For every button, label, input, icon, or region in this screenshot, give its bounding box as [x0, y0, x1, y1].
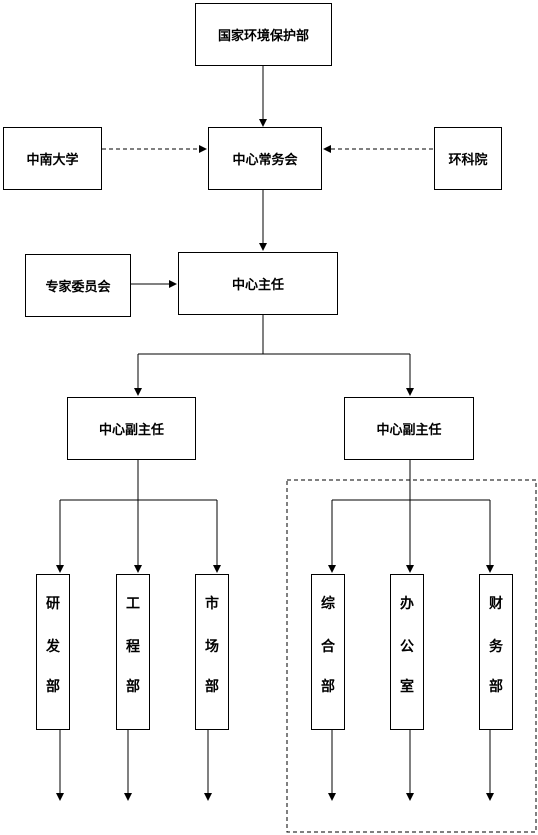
dept-finance-char-1: 财 [489, 596, 503, 612]
dept-rd-char-3: 部 [46, 679, 60, 695]
node-deputy-left: 中心副主任 [67, 397, 196, 460]
node-director: 中心主任 [178, 252, 338, 315]
dept-rd-char-2: 发 [46, 639, 60, 655]
dept-general-char-1: 综 [321, 596, 335, 612]
dept-finance: 财 务 部 [479, 574, 513, 730]
node-experts: 专家委员会 [25, 254, 131, 317]
dept-eng-char-1: 工 [126, 596, 140, 612]
dept-eng-char-3: 部 [126, 679, 140, 695]
dept-rd: 研 发 部 [36, 574, 70, 730]
node-deputy-right: 中心副主任 [344, 397, 474, 460]
node-university: 中南大学 [3, 127, 102, 190]
dept-general-char-3: 部 [321, 679, 335, 695]
dept-office-char-2: 公 [400, 639, 414, 655]
dept-market-char-3: 部 [205, 679, 219, 695]
dept-market: 市 场 部 [195, 574, 229, 730]
dept-general: 综 合 部 [311, 574, 345, 730]
dashed-group-right-departments [286, 479, 537, 833]
node-mep: 国家环境保护部 [195, 3, 332, 66]
node-academy: 环科院 [434, 127, 502, 190]
dept-general-char-2: 合 [321, 639, 335, 655]
dept-office: 办 公 室 [390, 574, 424, 730]
dept-office-char-3: 室 [400, 679, 414, 695]
dept-finance-char-2: 务 [489, 639, 503, 655]
dept-finance-char-3: 部 [489, 679, 503, 695]
node-standing-committee: 中心常务会 [208, 127, 322, 190]
dept-office-char-1: 办 [400, 596, 414, 612]
dept-market-char-1: 市 [205, 596, 219, 612]
dept-market-char-2: 场 [205, 639, 219, 655]
dept-eng: 工 程 部 [116, 574, 150, 730]
dept-rd-char-1: 研 [46, 596, 60, 612]
dept-eng-char-2: 程 [126, 639, 140, 655]
